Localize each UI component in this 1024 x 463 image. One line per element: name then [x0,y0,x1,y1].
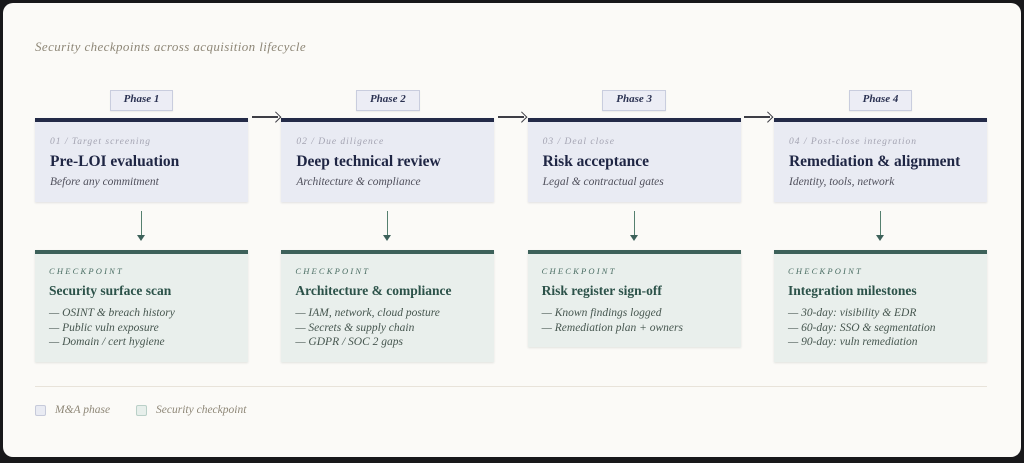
connector-zone [528,202,741,250]
checkpoint-item: — Public vuln exposure [49,321,159,334]
checkpoint-item-list: — Known findings logged — Remediation pl… [542,306,727,335]
phase-title: Pre-LOI evaluation [50,153,180,170]
phase-subtitle: Identity, tools, network [788,176,895,188]
checkpoint-item: — OSINT & breach history [49,307,175,319]
checkpoint-card: CHECKPOINT Architecture & compliance — I… [281,250,495,362]
legend: M&A phase Security checkpoint [35,404,246,416]
badge-row: Phase 3 [528,90,741,111]
checkpoint-title: Architecture & compliance [295,283,452,298]
phase-badge: Phase 2 [355,90,420,111]
checkpoint-title: Security surface scan [49,283,172,298]
arrow-right-icon [744,111,773,123]
checkpoint-item: — 90-day: vuln remediation [787,336,918,348]
legend-label-checkpoint: Security checkpoint [156,404,247,416]
phase-column-2: Phase 2 02 / Due diligence Deep technica… [281,90,495,362]
checkpoint-label: CHECKPOINT [541,266,617,276]
arrow-right-icon [252,111,281,123]
connector-zone [281,202,494,250]
connector-zone [774,202,987,250]
checkpoint-title: Risk register sign-off [541,283,662,298]
phase-title: Risk acceptance [542,153,649,170]
legend-swatch-checkpoint [136,404,148,416]
phase-card: 03 / Deal close Risk acceptance Legal & … [527,118,741,202]
checkpoint-item-list: — OSINT & breach history — Public vuln e… [49,306,234,350]
checkpoint-label: CHECKPOINT [49,266,124,276]
arrow-down-icon [875,210,885,242]
badge-row: Phase 1 [35,90,248,111]
checkpoint-title: Integration milestones [787,283,917,298]
phase-badge: Phase 4 [848,90,913,111]
phase-subtitle: Legal & contractual gates [542,176,664,188]
checkpoint-item: — IAM, network, cloud posture [295,307,440,319]
checkpoint-card: CHECKPOINT Integration milestones — 30-d… [773,250,987,362]
checkpoint-item-list: — 30-day: visibility & EDR — 60-day: SSO… [788,306,973,350]
arrow-right-icon [498,111,527,123]
legend-divider [35,386,987,387]
checkpoint-item: — Remediation plan + owners [541,321,683,334]
phase-eyebrow: 01 / Target screening [50,137,151,147]
legend-swatch-phase [35,404,46,416]
phase-grid: Phase 1 01 / Target screening Pre-LOI ev… [35,90,987,362]
checkpoint-label: CHECKPOINT [295,266,371,276]
phase-card: 04 / Post-close integration Remediation … [773,118,987,202]
arrow-down-icon [629,210,639,242]
connector-zone [35,202,248,250]
phase-card: 02 / Due diligence Deep technical review… [281,118,495,202]
arrow-down-icon [383,210,392,242]
badge-row: Phase 4 [774,90,987,111]
arrow-down-icon [137,210,146,242]
checkpoint-item: — Known findings logged [541,307,662,319]
phase-eyebrow: 03 / Deal close [542,137,615,147]
phase-title: Deep technical review [296,153,441,170]
legend-label-phase: M&A phase [55,404,111,416]
phase-column-1: Phase 1 01 / Target screening Pre-LOI ev… [35,90,248,362]
checkpoint-label: CHECKPOINT [787,266,863,276]
checkpoint-card: CHECKPOINT Security surface scan — OSINT… [35,250,248,362]
phase-eyebrow: 02 / Due diligence [296,137,385,147]
phase-eyebrow: 04 / Post-close integration [788,137,918,147]
checkpoint-card: CHECKPOINT Risk register sign-off — Know… [527,250,741,347]
diagram-panel: Security checkpoints across acquisition … [3,3,1021,457]
phase-subtitle: Before any commitment [50,176,159,188]
checkpoint-item: — 60-day: SSO & segmentation [787,321,936,334]
legend-item-phase: M&A phase [35,404,110,416]
phase-badge: Phase 3 [602,90,667,111]
checkpoint-item: — GDPR / SOC 2 gaps [295,336,403,348]
phase-column-3: Phase 3 03 / Deal close Risk acceptance … [527,90,741,362]
phase-title: Remediation & alignment [788,153,961,170]
badge-row: Phase 2 [281,90,494,111]
diagram-title: Security checkpoints across acquisition … [35,39,307,54]
checkpoint-item-list: — IAM, network, cloud posture — Secrets … [295,306,480,350]
checkpoint-item: — Secrets & supply chain [295,321,415,334]
phase-badge: Phase 1 [109,90,174,111]
phase-column-4: Phase 4 04 / Post-close integration Reme… [773,90,987,362]
checkpoint-item: — Domain / cert hygiene [49,336,165,348]
legend-item-checkpoint: Security checkpoint [136,404,246,416]
phase-subtitle: Architecture & compliance [296,176,421,188]
checkpoint-item: — 30-day: visibility & EDR [787,307,917,319]
phase-card: 01 / Target screening Pre-LOI evaluation… [35,118,248,202]
